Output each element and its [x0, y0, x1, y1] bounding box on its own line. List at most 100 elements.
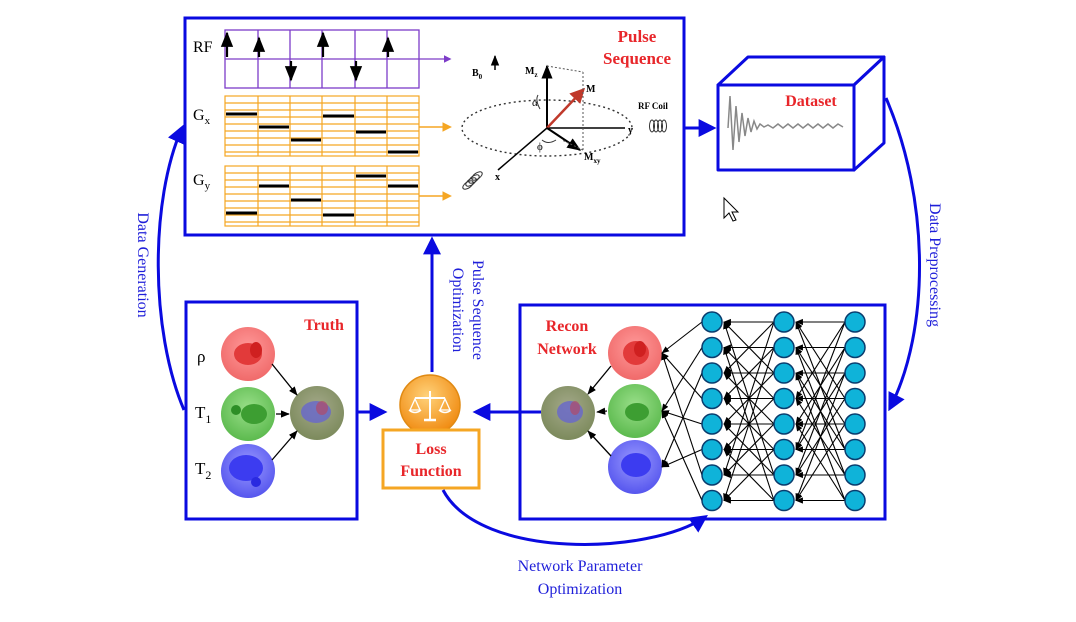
gx-gradient-grid [224, 95, 452, 157]
network-edges [661, 318, 846, 504]
loss-title-2: Function [400, 463, 461, 480]
truth-combined-map [290, 386, 344, 440]
rf-coil-label: RF Coil [638, 101, 668, 111]
network-edge [795, 321, 846, 450]
network-edge [661, 352, 703, 476]
alpha-label: α [532, 97, 538, 109]
network-node [701, 438, 723, 461]
network-edge [661, 410, 703, 501]
gx-levels [226, 112, 418, 154]
recon-combined-map [541, 386, 595, 440]
network-node [773, 489, 795, 512]
network-edge [661, 347, 703, 412]
pulse-optimization-label-1: Pulse Sequence [469, 260, 486, 360]
recon-title-2: Network [537, 341, 597, 358]
recon-title-1: Recon [546, 318, 589, 335]
m-vector [546, 87, 586, 129]
rf-label: RF [193, 39, 213, 56]
mz-label: Mz [525, 66, 538, 79]
network-nodes [701, 311, 866, 512]
truth-t2-map [221, 444, 275, 498]
b0-label: B0 [472, 68, 483, 81]
precession-orbit [461, 99, 633, 157]
network-node [844, 464, 866, 486]
pulse-sequence-title-1: Pulse [618, 27, 657, 46]
network-edge [723, 321, 775, 476]
recon-rho-map [608, 326, 662, 380]
loss-title-1: Loss [415, 441, 446, 458]
rho-label: ρ [197, 347, 205, 366]
network-node [701, 311, 723, 333]
t1-label: T1 [195, 403, 211, 426]
network-edge [795, 346, 846, 476]
network-edge [795, 372, 846, 501]
truth-arrows [271, 363, 298, 461]
rf-coil-icon [649, 119, 667, 133]
x-axis-label: x [495, 172, 500, 183]
network-node [773, 438, 795, 461]
network-optimization-label-2: Optimization [538, 581, 622, 598]
data-preprocessing-arrow [884, 97, 921, 412]
gy-levels [226, 174, 418, 217]
network-edge [661, 352, 703, 399]
network-edge [723, 448, 775, 501]
pulse-sequence-title-2: Sequence [603, 49, 671, 68]
recon-arrows [587, 365, 612, 457]
network-node [701, 336, 723, 359]
data-generation-arrow [156, 124, 186, 411]
recon-t2-map [608, 440, 662, 494]
network-edge [723, 346, 775, 399]
magnetization-diagram: B0 Mz M Mxy α ϕ y x RF Coil [461, 54, 668, 190]
mouse-cursor-icon [723, 196, 740, 222]
network-node [844, 362, 866, 384]
network-node [844, 489, 866, 512]
network-optimization-arrow [441, 489, 708, 546]
x-coil-icon [462, 171, 483, 190]
network-edge [795, 423, 846, 501]
network-optimization-label-1: Network Parameter [518, 558, 644, 575]
network-edge [661, 410, 703, 425]
flow-arrows [156, 97, 921, 546]
gx-label: Gx [193, 107, 211, 127]
phi-label: ϕ [537, 141, 543, 153]
network-edge [661, 321, 703, 354]
gy-label: Gy [193, 172, 211, 192]
network-node [773, 387, 795, 410]
t2-label: T2 [195, 459, 211, 482]
dataset-box [716, 55, 886, 172]
network-edge [723, 321, 775, 374]
data-generation-label: Data Generation [134, 212, 151, 317]
data-preprocessing-label: Data Preprocessing [926, 203, 943, 327]
recon-t1-map [608, 384, 662, 438]
x-axis-line [497, 127, 548, 171]
dataset-title: Dataset [785, 93, 837, 110]
network-node [773, 362, 795, 384]
network-node [844, 336, 866, 359]
network-node [773, 336, 795, 359]
network-node [844, 413, 866, 435]
network-node [701, 387, 723, 410]
network-node [701, 413, 723, 435]
rf-pulse-arrows [220, 31, 395, 82]
network-node [701, 464, 723, 486]
network-edge [723, 423, 775, 476]
network-node [844, 311, 866, 333]
network-node [773, 413, 795, 435]
network-node [701, 489, 723, 512]
truth-title: Truth [304, 317, 344, 334]
mxy-label: Mxy [584, 152, 601, 165]
truth-t1-map [221, 387, 275, 441]
network-edge [661, 372, 703, 468]
y-axis-label: y [628, 125, 633, 136]
network-edge [795, 321, 846, 399]
network-node [773, 464, 795, 486]
pulse-optimization-label-2: Optimization [449, 268, 466, 352]
network-node [773, 311, 795, 333]
loss-function-box [381, 428, 481, 490]
fid-signal [727, 95, 844, 151]
loss-scale-icon [399, 374, 461, 436]
network-edge [661, 448, 703, 468]
network-node [701, 362, 723, 384]
